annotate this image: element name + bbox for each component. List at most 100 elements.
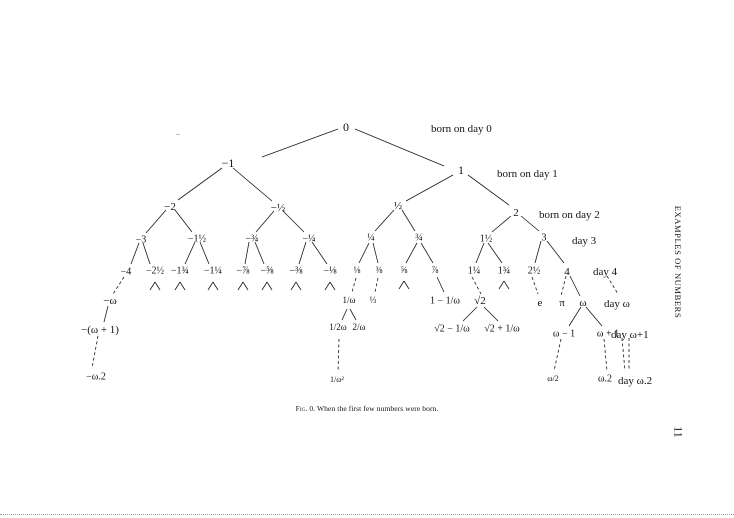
node-neg-omega-plus-one: −(ω + 1) — [81, 324, 119, 336]
node-sqrt2-minus: √2 − 1/ω — [434, 324, 470, 335]
node-one-eighth: ⅛ — [354, 265, 361, 275]
node-neg-one-and-half: −1½ — [188, 234, 207, 245]
label-day-2: born on day 2 — [539, 209, 600, 221]
node-neg-five-eighths: −⅝ — [260, 266, 274, 277]
tree-edge — [329, 281, 336, 291]
tree-edge — [112, 276, 125, 295]
node-one-and-half: 1½ — [480, 234, 493, 245]
tree-edge — [553, 338, 562, 372]
tree-edge — [237, 281, 244, 291]
tree-edge — [534, 240, 542, 264]
tree-edge — [520, 215, 540, 232]
node-neg-three-quarters: −¾ — [245, 234, 258, 245]
node-sqrt-two: √2 — [474, 295, 486, 307]
tree-edge — [174, 281, 181, 291]
tree-edge — [298, 241, 307, 265]
node-omega-plus-one: ω + 1 — [597, 329, 619, 340]
node-three-eighths: ⅜ — [376, 265, 383, 275]
node-neg-one-eighth: −⅛ — [323, 266, 337, 277]
node-two-and-half: 2½ — [528, 266, 541, 277]
node-sqrt2-plus: √2 + 1/ω — [484, 324, 520, 335]
node-one-three-quarters: 1¾ — [498, 266, 511, 277]
node-two-over-omega: 2/ω — [353, 322, 366, 332]
node-zero: 0 — [343, 120, 349, 134]
node-omega-two: ω.2 — [598, 374, 612, 385]
node-neg-half: −½ — [271, 202, 285, 214]
tree-edge — [341, 308, 348, 321]
tree-edge — [142, 242, 151, 265]
tree-edge — [585, 306, 603, 327]
node-one-and-quarter: 1¼ — [468, 266, 481, 277]
figure-caption-text: When the first few numbers were born. — [317, 404, 439, 413]
tree-edge — [467, 174, 510, 206]
tree-edge — [349, 308, 357, 321]
tree-edge — [154, 281, 161, 291]
label-day-omega-plus-one: day ω+1 — [611, 329, 649, 341]
node-five-eighths: ⅝ — [401, 265, 408, 275]
node-neg-one-quarter: −1¼ — [204, 266, 223, 277]
tree-edge — [436, 276, 445, 293]
node-neg-seven-eighths: −⅞ — [236, 266, 250, 277]
node-neg-one: −1 — [222, 156, 235, 170]
tree-edge — [560, 275, 567, 297]
node-three: 3 — [542, 233, 547, 244]
tree-edge — [103, 305, 109, 323]
node-neg-two-and-half: −2½ — [146, 266, 165, 277]
running-head: EXAMPLES OF NUMBERS — [673, 205, 683, 319]
tree-edge — [483, 306, 499, 322]
tree-edge — [184, 241, 196, 265]
node-half-inv-omega: 1/2ω — [329, 322, 347, 332]
label-day-omega-two: day ω.2 — [618, 375, 652, 387]
label-day-3: day 3 — [572, 235, 597, 247]
node-neg-three-eighths: −⅜ — [289, 266, 303, 277]
node-half: ½ — [394, 200, 402, 212]
tree-edge — [354, 128, 445, 167]
tree-edge — [603, 338, 608, 372]
node-four: 4 — [564, 266, 570, 278]
tree-edge — [403, 280, 410, 290]
figure-caption: Fig. 0. When the first few numbers were … — [0, 404, 734, 413]
node-three-quarters: ¾ — [415, 233, 423, 244]
tree-edge — [351, 277, 357, 293]
tree-edge — [398, 280, 405, 290]
node-quarter: ¼ — [367, 233, 375, 244]
label-day-omega: day ω — [604, 298, 630, 310]
tree-edge — [546, 240, 565, 264]
node-inv-omega: 1/ω — [343, 295, 356, 305]
tree-edge — [261, 128, 339, 158]
page-number: 11 — [671, 426, 686, 438]
node-neg-two: −2 — [164, 201, 176, 213]
tree-edge — [232, 167, 273, 202]
node-two: 2 — [513, 207, 519, 219]
node-neg-omega-two: −ω.2 — [86, 372, 106, 383]
node-neg-quarter: −¼ — [302, 234, 316, 245]
label-day-1: born on day 1 — [497, 168, 558, 180]
tree-edge — [531, 276, 539, 295]
node-one-third: ⅓ — [370, 295, 377, 305]
tree-edge — [282, 210, 305, 233]
tree-edge — [266, 281, 273, 291]
tree-edge — [405, 242, 418, 264]
tree-edge — [290, 281, 297, 291]
tree-edge — [374, 277, 379, 293]
tree-edge — [475, 242, 485, 264]
tree-edge — [311, 241, 328, 265]
node-neg-three: −3 — [136, 235, 147, 246]
tree-edge — [130, 242, 140, 265]
tree-edge — [606, 275, 619, 295]
tree-edge — [179, 281, 186, 291]
tree-edge — [212, 281, 219, 291]
node-one: 1 — [458, 163, 464, 177]
tree-edge — [621, 337, 626, 372]
figure-caption-label: Fig. 0. — [295, 404, 316, 413]
tree-edge — [401, 209, 416, 232]
tree-edge — [358, 242, 370, 264]
tree-edge — [199, 241, 210, 265]
tree-edge — [149, 281, 156, 291]
node-pi: π — [559, 297, 565, 309]
tree-edge — [207, 281, 214, 291]
tree-edge — [261, 281, 268, 291]
tree-edge — [420, 242, 434, 264]
